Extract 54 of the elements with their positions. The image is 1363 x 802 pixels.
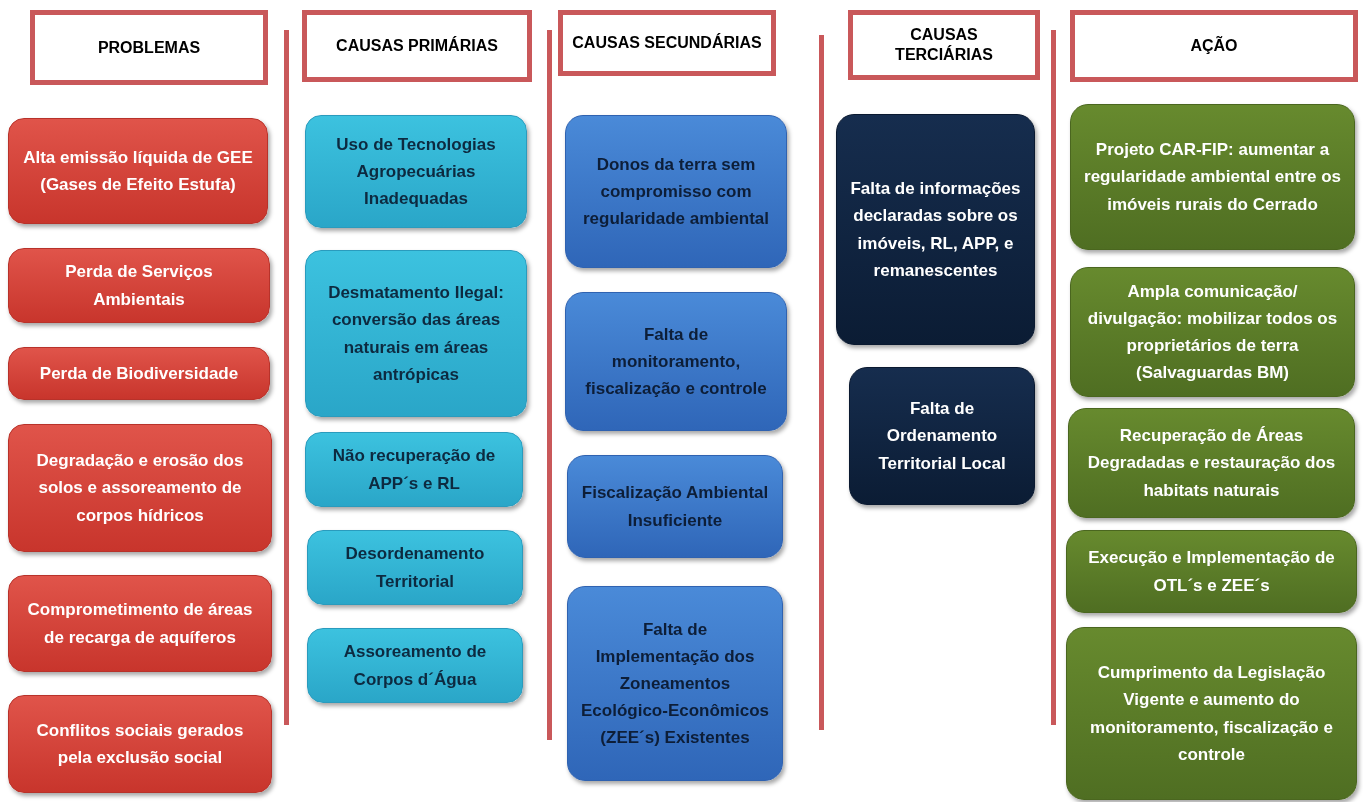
problem-box <box>8 424 272 552</box>
problem-box <box>8 695 272 793</box>
column-header <box>558 10 776 76</box>
box-text: Projeto CAR-FIP: aumentar a regularidade ambiental entre os imóveis rurais do Cerrado <box>1083 139 1342 216</box>
box-text: Donos da terra sem compromisso com regularidade ambiental <box>581 153 771 231</box>
primary-cause-box <box>305 250 527 417</box>
column-header <box>1070 10 1358 82</box>
secondary-cause-box <box>567 586 783 781</box>
action-box <box>1066 627 1357 800</box>
box-text: Desmatamento Ilegal: conversão das áreas naturais em áreas antrópicas <box>327 282 505 386</box>
box-text: Ampla comunicação/ divulgação: mobilizar todos os proprietários de terra (Salvaguardas BM) <box>1086 280 1339 385</box>
box-text: Perda de Biodiversidade <box>39 362 239 385</box>
tertiary-cause-box <box>849 367 1035 505</box>
tertiary-cause-box <box>836 114 1035 345</box>
box-text: Desordenamento Territorial <box>344 543 486 593</box>
box-text: Comprometimento de áreas de recarga de aquíferos <box>26 599 254 649</box>
header-text: PROBLEMAS <box>97 37 201 58</box>
primary-cause-box <box>305 432 523 507</box>
action-box <box>1066 530 1357 613</box>
problem-box <box>8 118 268 224</box>
box-text: Falta de informações declaradas sobre os imóveis, RL, APP, e remanescentes <box>849 178 1022 282</box>
secondary-cause-box <box>565 115 787 268</box>
secondary-cause-box <box>565 292 787 431</box>
box-text: Cumprimento da Legislação Vigente e aumento do monitoramento, fiscalização e controle <box>1089 662 1334 766</box>
header-text: AÇÃO <box>1190 36 1238 56</box>
header-text: CAUSAS TERCIÁRIAS <box>894 25 994 65</box>
box-text: Conflitos sociais gerados pela exclusão social <box>35 719 245 769</box>
problem-box <box>8 347 270 400</box>
column-header <box>30 10 268 85</box>
problem-box <box>8 248 270 323</box>
column-header <box>848 10 1040 80</box>
column-header <box>302 10 532 82</box>
box-text: Recuperação de Áreas Degradadas e restauração dos habitats naturais <box>1086 425 1337 502</box>
action-box <box>1070 267 1355 397</box>
primary-cause-box <box>305 115 527 228</box>
header-text: CAUSAS SECUNDÁRIAS <box>572 33 762 53</box>
box-text: Perda de Serviços Ambientais <box>64 261 214 311</box>
primary-cause-box <box>307 530 523 605</box>
box-text: Falta de Implementação dos Zoneamentos Ecológico-Econômicos (ZEE´s) Existentes <box>580 618 770 750</box>
box-text: Falta de monitoramento, fiscalização e controle <box>584 323 768 401</box>
problem-box <box>8 575 272 672</box>
action-box <box>1068 408 1355 518</box>
box-text: Fiscalização Ambiental Insuficiente <box>580 482 770 532</box>
box-text: Falta de Ordenamento Territorial Local <box>877 398 1007 475</box>
box-text: Alta emissão líquida de GEE (Gases de Efeito Estufa) <box>22 146 254 196</box>
box-text: Não recuperação de APP´s e RL <box>331 445 497 495</box>
header-text: CAUSAS PRIMÁRIAS <box>336 36 498 56</box>
box-text: Uso de Tecnologias Agropecuárias Inadequadas <box>335 133 497 211</box>
box-text: Execução e Implementação de OTL´s e ZEE´s <box>1087 547 1336 597</box>
secondary-cause-box <box>567 455 783 558</box>
box-text: Assoreamento de Corpos d´Água <box>342 641 488 691</box>
action-box <box>1070 104 1355 250</box>
primary-cause-box <box>307 628 523 703</box>
box-text: Degradação e erosão dos solos e assoreamento de corpos hídricos <box>35 450 245 527</box>
